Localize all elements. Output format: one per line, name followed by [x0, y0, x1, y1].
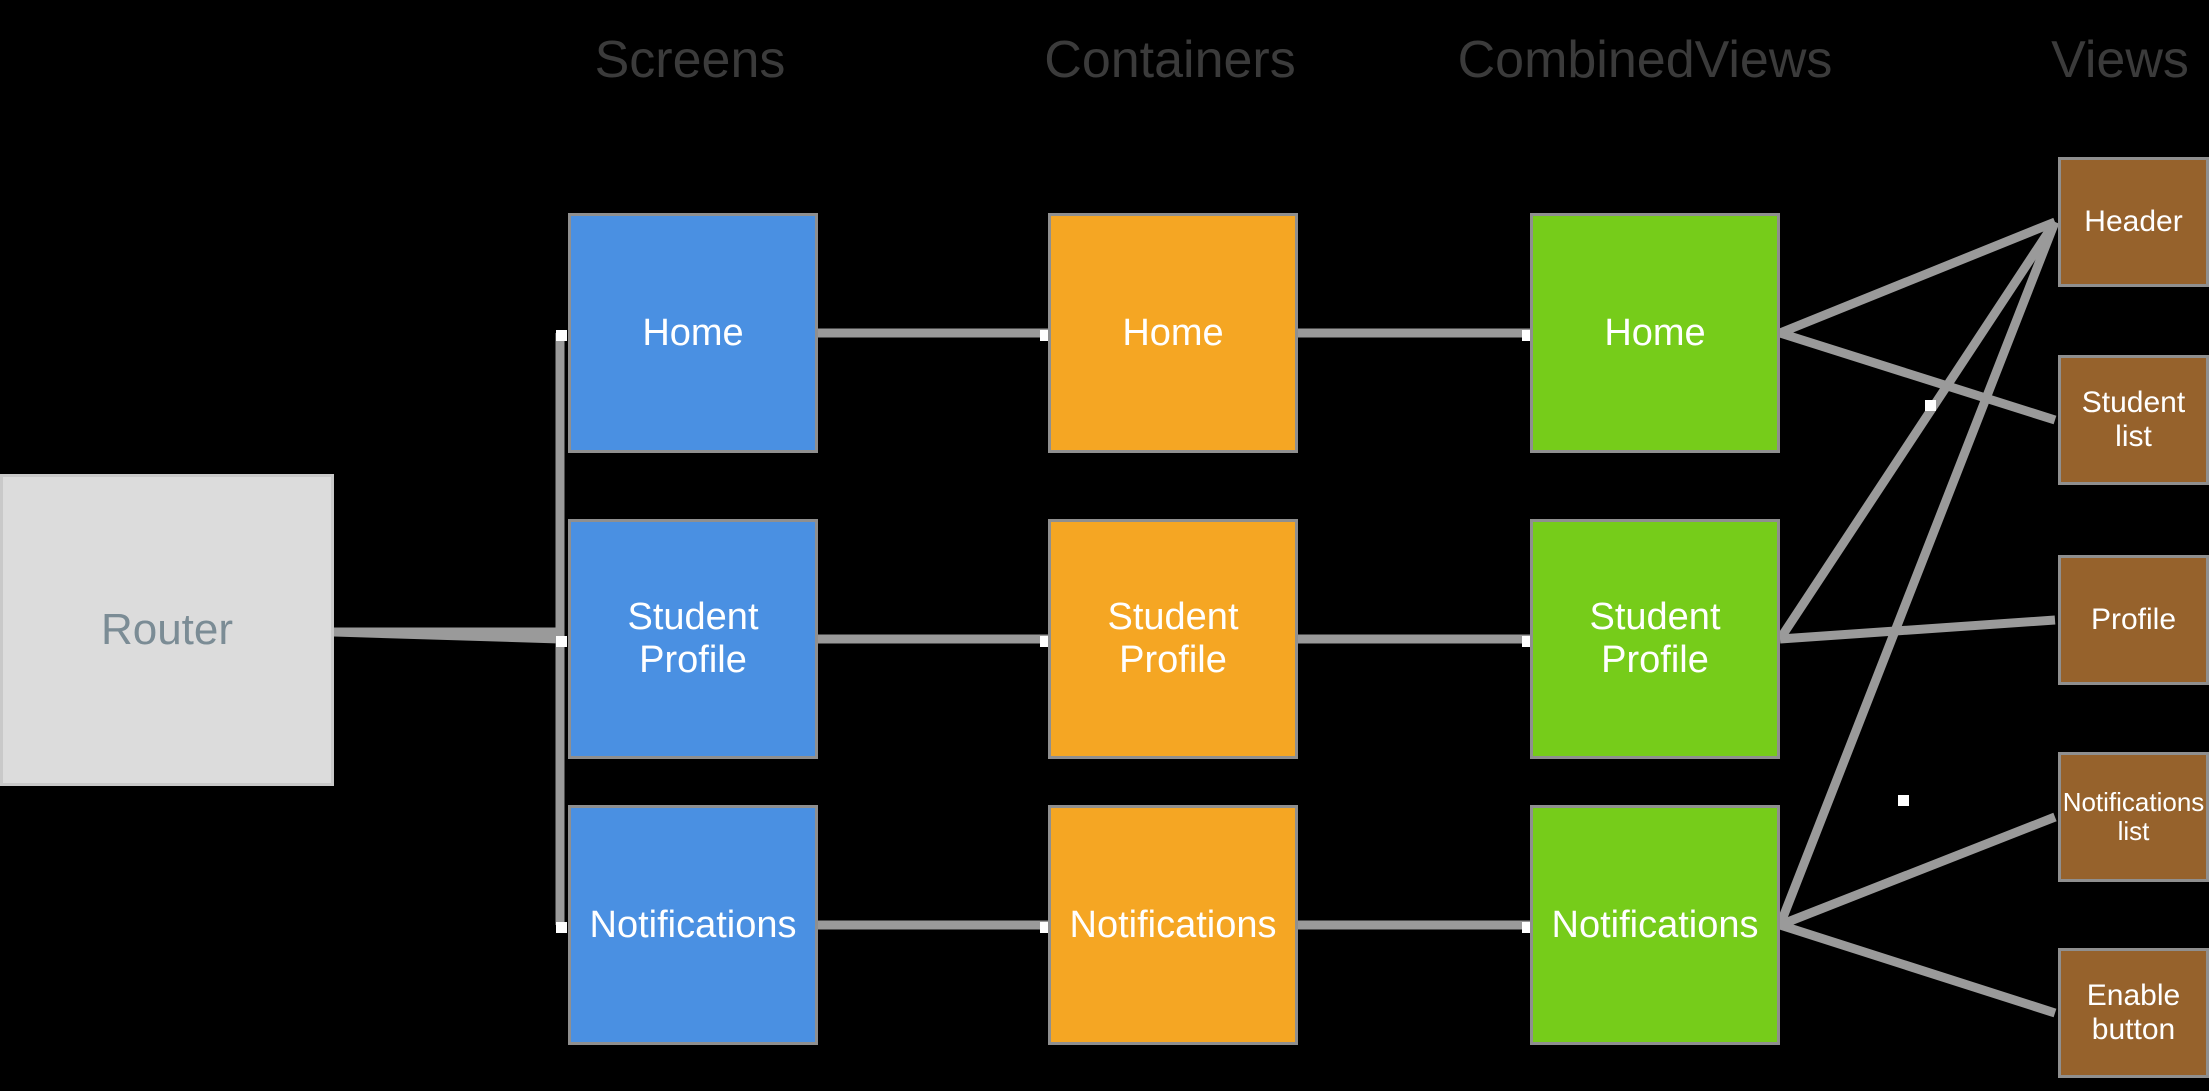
node-screen-student-profile[interactable]: Student Profile — [568, 519, 818, 759]
node-view-notifications-list[interactable]: Notifications list — [2058, 752, 2209, 882]
node-view-profile[interactable]: Profile — [2058, 555, 2209, 685]
edge-router-to-screen-notifications — [334, 627, 565, 925]
node-view-header[interactable]: Header — [2058, 157, 2209, 287]
marker-combined-student-in-marker — [1522, 636, 1533, 647]
node-label: Profile — [2090, 603, 2177, 637]
marker-screen-home-in-marker — [556, 330, 567, 341]
marker-container-home-in-marker — [1040, 330, 1051, 341]
node-label: Notifications — [1069, 903, 1277, 946]
edge-combined-notifications-to-view-header — [1775, 220, 2060, 927]
node-screen-home[interactable]: Home — [568, 213, 818, 453]
edge-combined-home-to-view-header — [1778, 217, 2057, 338]
marker-screen-student-in-marker — [556, 636, 567, 647]
edge-router-to-screen-home — [334, 333, 565, 637]
node-combined-home[interactable]: Home — [1530, 213, 1780, 453]
node-screen-notifications[interactable]: Notifications — [568, 805, 818, 1045]
node-label: Header — [2084, 205, 2183, 239]
node-combined-student-profile[interactable]: Student Profile — [1530, 519, 1780, 759]
column-header-containers: Containers — [1044, 31, 1296, 89]
node-container-notifications[interactable]: Notifications — [1048, 805, 1298, 1045]
marker-combined-notif-in-marker — [1522, 922, 1533, 933]
node-label: Student list — [2081, 386, 2186, 453]
marker-container-notif-in-marker — [1040, 922, 1051, 933]
edge-combined-notifications-to-view-notifications-list — [1778, 812, 2057, 930]
column-header-combinedviews: CombinedViews — [1457, 31, 1833, 89]
column-header-screens: Screens — [594, 31, 786, 89]
node-label: Student Profile — [1107, 596, 1239, 681]
marker-screen-notifications-in-marker — [556, 922, 567, 933]
node-view-student-list[interactable]: Student list — [2058, 355, 2209, 485]
node-label: Home — [1604, 311, 1706, 354]
node-label: Notifications — [589, 903, 797, 946]
column-header-views: Views — [2051, 31, 2189, 89]
node-combined-notifications[interactable]: Notifications — [1530, 805, 1780, 1045]
node-container-student-profile[interactable]: Student Profile — [1048, 519, 1298, 759]
edge-combined-student-profile-to-view-header — [1776, 219, 2059, 642]
node-view-enable-button[interactable]: Enable button — [2058, 948, 2209, 1078]
node-label: Notifications — [1551, 903, 1759, 946]
marker-view-profile-cross-marker — [1898, 795, 1909, 806]
node-label: Notifications list — [2062, 786, 2205, 846]
node-label: Enable button — [2086, 979, 2181, 1046]
marker-combined-home-in-marker — [1522, 330, 1533, 341]
node-label: Student Profile — [627, 596, 759, 681]
node-label: Router — [100, 605, 234, 655]
node-router[interactable]: Router — [0, 474, 334, 786]
edge-combined-notifications-to-view-enable-button — [1778, 920, 2057, 1018]
edge-combined-student-profile-to-view-profile — [1779, 615, 2056, 644]
node-label: Home — [642, 311, 744, 354]
marker-container-student-in-marker — [1040, 636, 1051, 647]
node-container-home[interactable]: Home — [1048, 213, 1298, 453]
marker-view-header-in-marker — [1925, 400, 1936, 411]
node-label: Student Profile — [1589, 596, 1721, 681]
edge-combined-home-to-view-student-list — [1778, 328, 2057, 425]
node-label: Home — [1122, 311, 1224, 354]
